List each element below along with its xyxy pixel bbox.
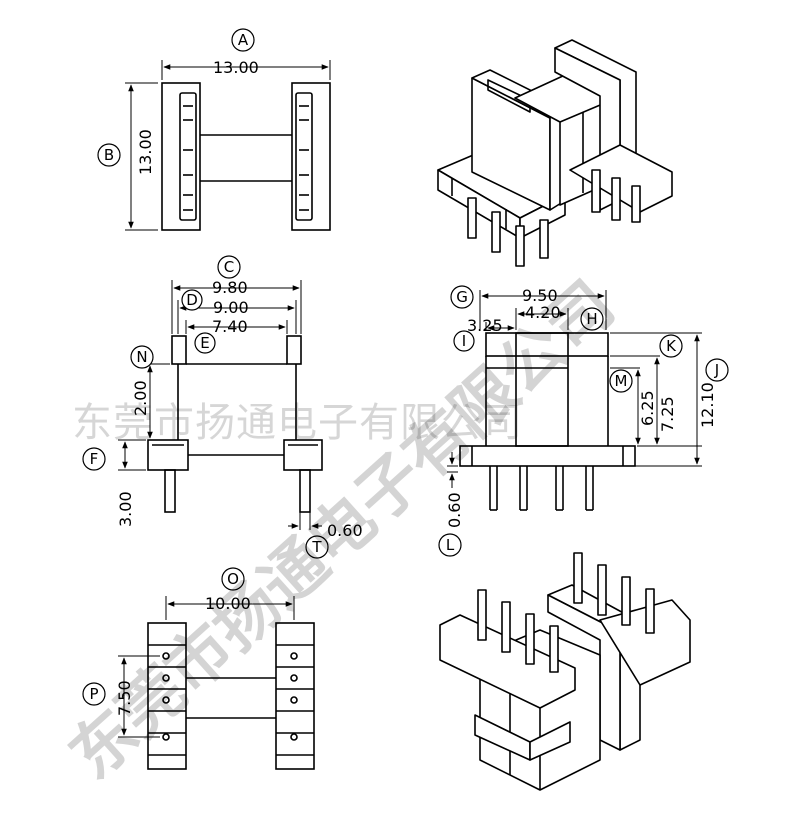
dim-O-value: 10.00	[205, 594, 251, 613]
svg-text:T: T	[311, 538, 322, 556]
svg-text:I: I	[462, 332, 466, 350]
label-N: N	[130, 345, 154, 369]
dim-E-value: 7.40	[212, 317, 248, 336]
dim-L-value: 0.60	[445, 492, 464, 528]
label-O: O	[221, 567, 245, 591]
svg-text:H: H	[586, 310, 597, 328]
dim-P-value: 7.50	[115, 680, 134, 716]
dim-A-value: 13.00	[213, 58, 259, 77]
label-C: C	[217, 255, 241, 279]
svg-text:F: F	[90, 450, 99, 468]
label-J: J	[705, 358, 729, 382]
dim-B-value: 13.00	[136, 129, 155, 175]
svg-text:J: J	[714, 361, 719, 379]
label-F: F	[82, 447, 106, 471]
watermark-horizontal: 东莞市扬通电子有限公司	[72, 400, 523, 446]
top-view-right-flange	[291, 82, 331, 231]
top-view	[125, 60, 331, 231]
label-T: T	[305, 535, 329, 559]
svg-text:O: O	[227, 570, 239, 588]
front-view	[118, 280, 323, 530]
dim-T-value: 0.60	[327, 521, 363, 540]
label-E: E	[194, 332, 216, 354]
dim-N-value: 2.00	[131, 380, 150, 416]
label-B: B	[97, 143, 121, 167]
dim-J-value: 12.10	[698, 382, 717, 428]
dim-I-value: 3.25	[467, 316, 503, 335]
dim-G-value: 9.50	[522, 286, 558, 305]
svg-text:L: L	[446, 536, 455, 554]
dim-H-value: 4.20	[525, 303, 561, 322]
label-D: D	[181, 289, 203, 311]
svg-text:N: N	[136, 348, 147, 366]
svg-text:A: A	[238, 31, 249, 49]
top-view-left-flange	[161, 82, 201, 231]
dim-F-value: 3.00	[116, 491, 135, 527]
svg-text:P: P	[89, 685, 98, 703]
bottom-view	[118, 596, 315, 770]
callout-letters: A B C D E N F T G H I K M J L O P	[82, 28, 729, 706]
label-I: I	[453, 330, 475, 352]
isometric-view-bottom	[439, 552, 691, 791]
label-L: L	[438, 533, 462, 557]
svg-text:K: K	[666, 337, 677, 355]
dim-C-value: 9.80	[212, 278, 248, 297]
label-M: M	[609, 369, 633, 393]
label-G: G	[450, 285, 474, 309]
svg-text:M: M	[615, 372, 628, 390]
side-view	[447, 290, 702, 511]
dim-J-inner-value: 7.25	[658, 396, 677, 432]
label-K: K	[659, 334, 683, 358]
label-P: P	[82, 682, 106, 706]
isometric-view-top	[437, 39, 673, 267]
label-H: H	[580, 307, 604, 331]
svg-text:B: B	[104, 146, 114, 164]
svg-text:G: G	[456, 288, 468, 306]
svg-text:E: E	[200, 334, 209, 352]
svg-text:C: C	[224, 258, 234, 276]
dim-D-value: 9.00	[213, 298, 249, 317]
dim-M-value: 6.25	[638, 390, 657, 426]
label-A: A	[231, 28, 255, 52]
svg-text:D: D	[186, 291, 198, 309]
